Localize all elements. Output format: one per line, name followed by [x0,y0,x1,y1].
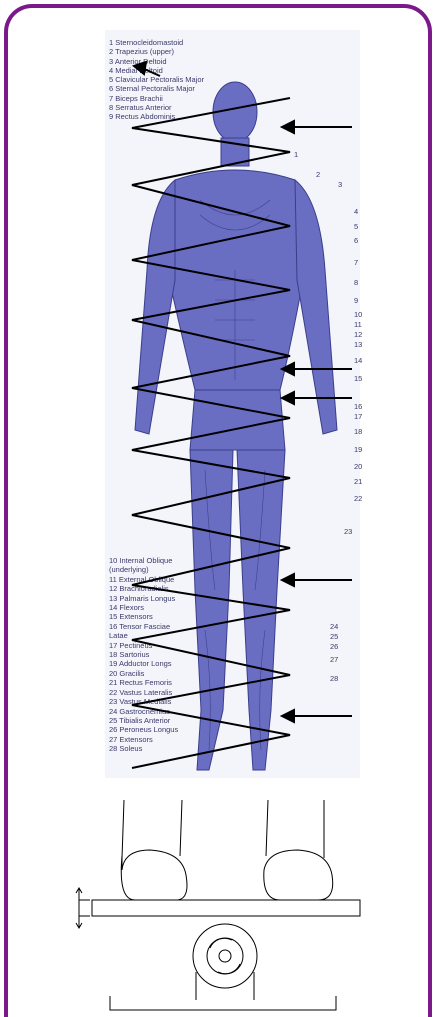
rotation-arrow-icon [210,938,232,948]
wheel-outer [193,924,257,988]
right-leg-line [266,800,268,856]
wheel-hub [219,950,231,962]
base-frame [110,996,336,1010]
rotation-arrow-icon [218,964,240,974]
platform-board [92,900,360,916]
left-leg-line [122,800,124,858]
left-foot-shape [121,850,187,900]
left-leg-line [180,800,182,856]
right-foot-shape [264,850,333,900]
